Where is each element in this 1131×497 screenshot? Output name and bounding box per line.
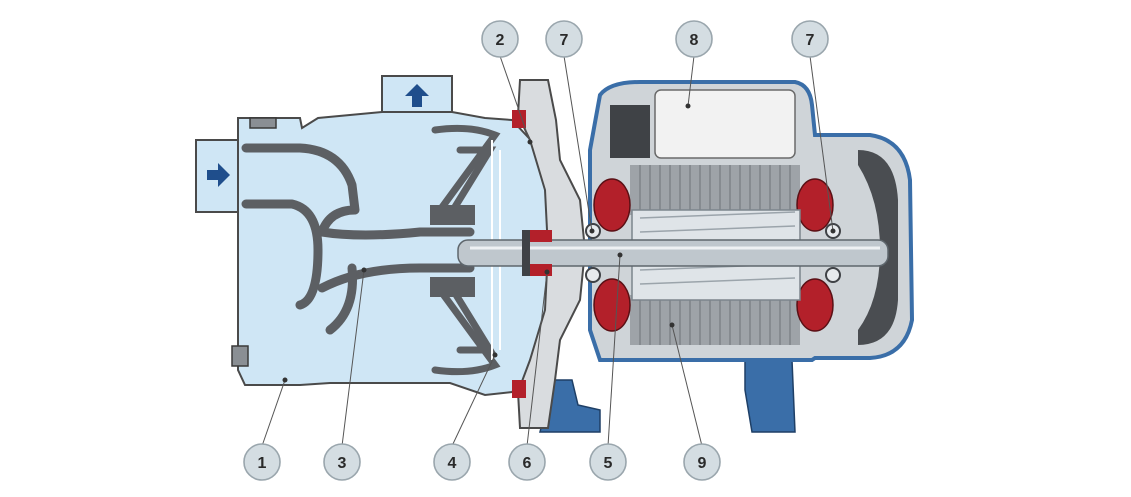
callout-7-left: 7: [545, 20, 583, 58]
callout-2: 2: [481, 20, 519, 58]
callout-2-label: 2: [496, 32, 505, 49]
windings: [593, 178, 834, 332]
callout-9-label: 9: [698, 455, 707, 472]
bearings: [585, 223, 841, 283]
inlet-arrow: [207, 163, 230, 187]
callout-5-label: 5: [604, 455, 613, 472]
outlet-arrow: [405, 84, 429, 107]
callout-8-label: 8: [690, 32, 699, 49]
callout-1: 1: [243, 443, 281, 481]
ejector-venturi: [241, 143, 475, 335]
callout-3: 3: [323, 443, 361, 481]
callout-9: 9: [683, 443, 721, 481]
callout-4: 4: [433, 443, 471, 481]
pump-casing: [195, 75, 562, 397]
callout-6-label: 6: [523, 455, 532, 472]
callout-4-label: 4: [448, 455, 457, 472]
stator: [630, 165, 800, 345]
callout-7-right: 7: [791, 20, 829, 58]
callout-8: 8: [675, 20, 713, 58]
callouts: 1 2 3 4 5 6 7 7: [243, 20, 836, 481]
motor-feet: [539, 344, 796, 433]
shaft: [457, 239, 889, 267]
callout-1-label: 1: [258, 455, 267, 472]
callout-7-left-label: 7: [560, 32, 569, 49]
callout-5: 5: [589, 443, 627, 481]
callout-6: 6: [508, 443, 546, 481]
callout-7-right-label: 7: [806, 32, 815, 49]
callout-3-label: 3: [338, 455, 347, 472]
diffuser-and-impeller: [430, 124, 501, 376]
